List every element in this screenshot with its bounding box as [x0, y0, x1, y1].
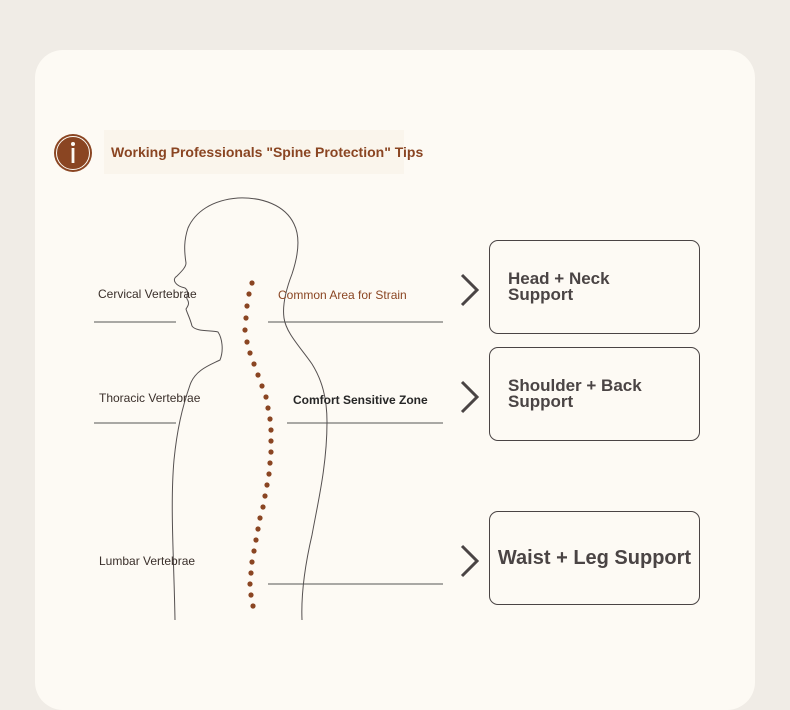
- thoracic-label: Thoracic Vertebrae: [99, 391, 201, 405]
- cervical-label: Cervical Vertebrae: [98, 287, 197, 301]
- head-neck-support-box: Head + Neck Support: [489, 240, 700, 334]
- lumbar-label: Lumbar Vertebrae: [99, 554, 196, 568]
- shoulder-back-support-box: Shoulder + Back Support: [489, 347, 700, 441]
- body-outline: [171, 197, 328, 621]
- info-icon: [54, 134, 92, 172]
- page-title: Working Professionals "Spine Protection"…: [104, 130, 423, 174]
- strain-label: Common Area for Strain: [278, 288, 407, 302]
- comfort-label: Comfort Sensitive Zone: [293, 393, 428, 407]
- chevron-right-icon: [460, 544, 480, 578]
- shoulder-back-line1: Shoulder + Back: [508, 376, 642, 395]
- head-neck-line1: Head + Neck: [508, 269, 610, 288]
- head-neck-line2: Support: [508, 285, 574, 304]
- spine-diagram: [94, 197, 443, 621]
- chevron-right-icon: [460, 273, 480, 307]
- waist-leg-label: Waist + Leg Support: [497, 546, 692, 569]
- chevron-right-icon: [460, 380, 480, 414]
- waist-leg-support-box: Waist + Leg Support: [489, 511, 700, 605]
- spine-dots: [242, 280, 274, 609]
- shoulder-back-line2: Support: [508, 392, 574, 411]
